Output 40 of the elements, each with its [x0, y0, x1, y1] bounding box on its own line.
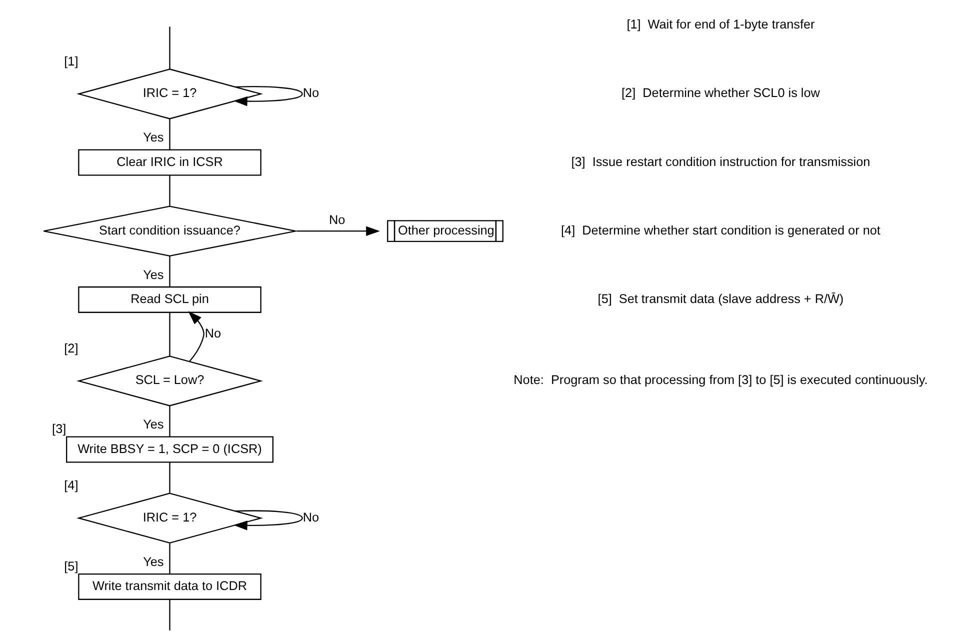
edge-label: No	[302, 510, 320, 524]
edge-label: No	[302, 86, 320, 100]
label: Note: Program so that processing from [3] to [5] is executed continuously.	[514, 373, 928, 388]
edge-label: Yes	[143, 268, 164, 282]
label: [3] Issue restart condition instruction for transmission	[571, 154, 870, 169]
connector	[169, 543, 170, 574]
node-label: [1]	[64, 54, 78, 68]
label: [2] Determine whether SCL0 is low	[622, 86, 820, 100]
connector	[169, 175, 170, 206]
edge-label: No	[204, 326, 222, 340]
connector	[169, 26, 170, 69]
node-diamond: SCL = Low?	[76, 356, 263, 406]
edge-label: Yes	[143, 554, 164, 569]
arrow	[233, 86, 303, 106]
connector	[169, 119, 170, 150]
node-label: [2]	[64, 341, 78, 356]
node-box: Write transmit data to ICDR	[78, 573, 262, 600]
connector	[169, 462, 170, 493]
connector	[169, 600, 170, 630]
node-box: Read SCL pin	[78, 286, 262, 313]
node-label: [5]	[64, 559, 78, 574]
node-box: Write BBSY = 1, SCP = 0 (ICSR)	[66, 436, 274, 463]
connector	[169, 312, 170, 356]
node-box: Clear IRIC in ICSR	[78, 149, 262, 176]
connector	[169, 406, 170, 437]
label: [5] Set transmit data (slave address + R/W̄)	[598, 292, 844, 306]
node-diamond: IRIC = 1?	[76, 68, 263, 120]
arrow	[296, 226, 380, 236]
edge-label: Yes	[143, 130, 164, 145]
label: [1] Wait for end of 1-byte transfer	[626, 18, 815, 32]
node-diamond: Start condition issuance?	[43, 206, 296, 256]
node-diamond: IRIC = 1?	[76, 492, 263, 544]
node-label: [4]	[64, 478, 78, 493]
label: [4] Determine whether start condition is generated or not	[561, 223, 880, 238]
edge-label: Yes	[143, 418, 164, 432]
edge-label: No	[329, 212, 346, 227]
arrow	[188, 311, 204, 362]
connector	[169, 256, 170, 287]
node-label: [3]	[52, 422, 66, 436]
arrow	[233, 510, 303, 530]
